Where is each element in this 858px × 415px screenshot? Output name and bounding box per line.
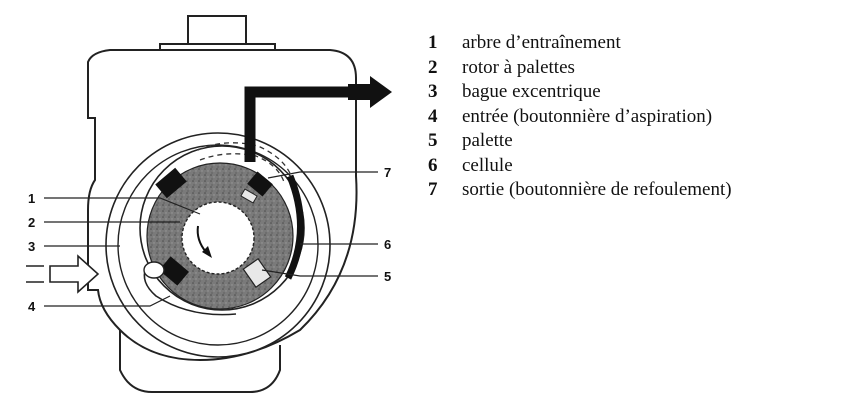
leader-line-7 xyxy=(267,171,378,179)
legend-number: 3 xyxy=(428,81,438,102)
drive-shaft xyxy=(181,201,255,275)
outlet-arrow xyxy=(348,76,392,108)
vane-slot-top xyxy=(240,188,258,204)
legend-item: 3 bague excentrique xyxy=(428,81,732,106)
legend-item: 5 palette xyxy=(428,130,732,155)
legend-item: 4 entrée (boutonnière d’aspiration) xyxy=(428,106,732,131)
callout-4: 4 xyxy=(28,299,36,314)
vane-top-right xyxy=(247,171,273,197)
legend-number: 6 xyxy=(428,154,438,176)
callout-3: 3 xyxy=(28,239,35,254)
vane-top-left xyxy=(155,167,187,199)
discharge-channel xyxy=(244,86,352,162)
legend-item: 6 cellule xyxy=(428,155,732,180)
callout-2: 2 xyxy=(28,215,35,230)
legend-number: 4 xyxy=(428,105,438,127)
callout-7: 7 xyxy=(384,165,391,180)
legend-label: entrée (boutonnière d’aspiration) xyxy=(462,105,713,127)
vane-bottom-right xyxy=(242,257,272,289)
vane-bottom-left xyxy=(159,256,189,286)
legend-label: sortie (boutonnière de refoulement) xyxy=(462,179,732,200)
leader-line-1 xyxy=(44,197,201,215)
legend-label: arbre d’entraînement xyxy=(462,32,621,53)
inlet-arrow xyxy=(49,254,100,294)
legend-label: bague excentrique xyxy=(462,81,601,102)
vane-pump-diagram: 1 2 3 4 5 6 7 xyxy=(26,15,392,393)
legend-item: 2 rotor à palettes xyxy=(428,57,732,82)
inlet-port xyxy=(143,267,237,316)
callout-1: 1 xyxy=(28,191,35,206)
legend-number: 2 xyxy=(428,56,438,78)
legend-number: 1 xyxy=(428,32,438,53)
leader-line-4 xyxy=(44,295,171,307)
legend-label: cellule xyxy=(462,154,513,176)
legend-number: 5 xyxy=(428,130,438,151)
legend-label: rotor à palettes xyxy=(462,56,575,78)
legend-label: palette xyxy=(462,130,513,151)
legend-item: 1 arbre d’entraînement xyxy=(428,32,732,57)
legend-item: 7 sortie (boutonnière de refoulement) xyxy=(428,179,732,204)
leader-line-5 xyxy=(261,269,378,277)
callout-5: 5 xyxy=(384,269,391,284)
callout-6: 6 xyxy=(384,237,391,252)
legend-number: 7 xyxy=(428,179,438,200)
pressure-arc xyxy=(284,174,304,280)
mounting-boss xyxy=(187,15,247,44)
